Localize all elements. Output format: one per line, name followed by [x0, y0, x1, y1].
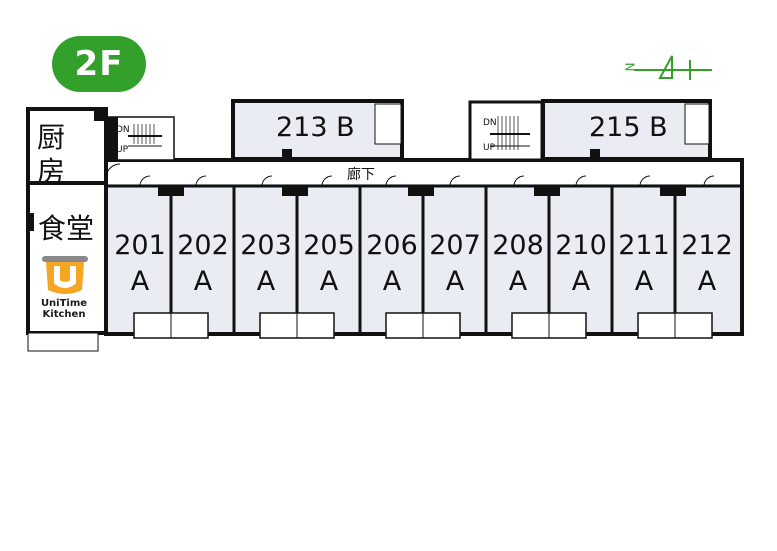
stairs-west-up: UP — [116, 145, 129, 155]
room-number: 207 — [429, 230, 481, 261]
kitchen-area — [26, 107, 108, 185]
room-number: 205 — [303, 230, 355, 261]
kitchen-label-1: 厨 — [37, 121, 66, 154]
stairs-east-up: UP — [483, 143, 496, 153]
room-type: A — [571, 266, 591, 297]
room-type: A — [193, 266, 213, 297]
room-215 — [541, 99, 712, 161]
room-number: 208 — [492, 230, 544, 261]
room-type: B — [649, 112, 668, 143]
room-213-label: 213 B — [276, 110, 355, 146]
room-type: A — [697, 266, 717, 297]
room-type: A — [382, 266, 402, 297]
room-type: A — [445, 266, 465, 297]
room-type: B — [336, 112, 355, 143]
room-type: A — [256, 266, 276, 297]
kitchen-label-2: 房 — [37, 155, 66, 188]
compass-icon — [634, 55, 712, 80]
room-215-label: 215 B — [589, 110, 668, 146]
room-number: 210 — [555, 230, 607, 261]
corridor-label: 廊下 — [347, 167, 375, 183]
room-number: 212 — [681, 230, 733, 261]
room-type: A — [130, 266, 150, 297]
stairs-east-down: DN — [483, 118, 497, 128]
room-type: A — [634, 266, 654, 297]
dining-label: 食堂 — [38, 212, 95, 245]
stairs-west-down: DN — [116, 125, 130, 135]
logo-line-1: UniTime — [40, 298, 88, 309]
floor-badge: 2F — [52, 36, 146, 92]
room-number: 202 — [177, 230, 229, 261]
logo-line-2: Kitchen — [42, 309, 86, 320]
floor-label: 2F — [74, 44, 124, 84]
dining-area — [26, 181, 108, 335]
room-number: 201 — [114, 230, 166, 261]
room-number: 213 — [276, 112, 328, 143]
room-number: 206 — [366, 230, 418, 261]
stairs-west — [107, 116, 175, 161]
room-213 — [231, 99, 404, 161]
room-type: A — [508, 266, 528, 297]
stairs-east — [468, 100, 544, 162]
north-label: N — [622, 62, 637, 72]
room-a-walls — [169, 186, 677, 334]
pot-icon — [42, 256, 88, 294]
room-type: A — [319, 266, 339, 297]
room-number: 203 — [240, 230, 292, 261]
room-number: 215 — [589, 112, 641, 143]
room-number: 211 — [618, 230, 670, 261]
